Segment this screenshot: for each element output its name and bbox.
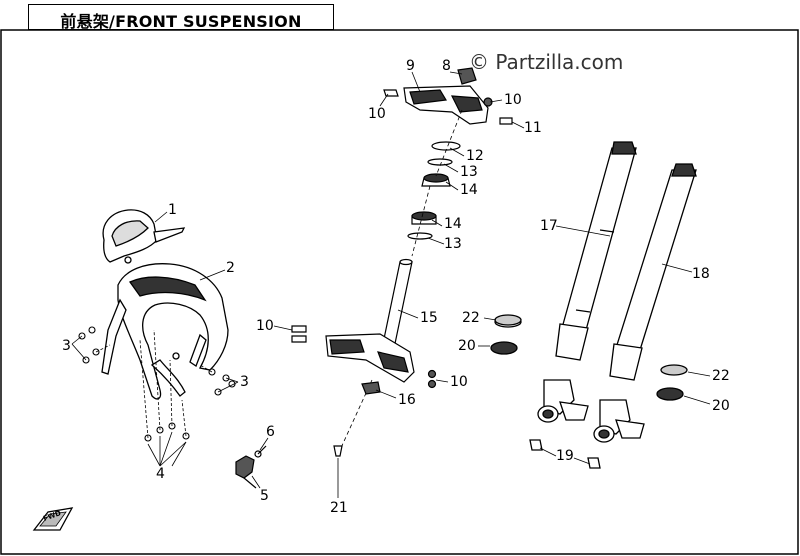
stem-centerline [339, 109, 463, 451]
callout-13-lower: 13 [444, 236, 462, 252]
watermark: © Partzilla.com [469, 50, 624, 74]
callout-10-upper-right: 10 [504, 92, 522, 108]
callout-8: 8 [442, 58, 451, 74]
part-fork-left-17 [529, 141, 637, 451]
callout-15: 15 [420, 310, 438, 326]
callout-11: 11 [524, 120, 542, 136]
callout-22-left: 22 [462, 310, 480, 326]
part-seals-20-22 [490, 314, 688, 401]
callout-13-upper: 13 [460, 164, 478, 180]
part-bracket-5 [235, 445, 267, 489]
callout-20-left: 20 [458, 338, 476, 354]
callout-10-lower-left: 10 [256, 318, 274, 334]
part-upper-triple-clamp [383, 67, 513, 125]
leaders-right [171, 71, 711, 498]
callout-9: 9 [406, 58, 415, 74]
diagram-border [0, 29, 799, 555]
callout-3-right: 3 [240, 374, 249, 390]
callout-17: 17 [540, 218, 558, 234]
part-steering-stem [291, 258, 437, 457]
callout-21: 21 [330, 500, 348, 516]
dashed-leaders-left [95, 329, 213, 439]
callout-16: 16 [398, 392, 416, 408]
callout-10-lower-right: 10 [450, 374, 468, 390]
callout-19: 19 [556, 448, 574, 464]
callout-22-right: 22 [712, 368, 730, 384]
callout-14-lower: 14 [444, 216, 462, 232]
callout-4: 4 [156, 466, 165, 482]
callout-3-left: 3 [62, 338, 71, 354]
callout-12: 12 [466, 148, 484, 164]
leaders-left [71, 211, 239, 467]
callout-10-upper-left: 10 [368, 106, 386, 122]
part-bearings-12-14 [407, 141, 461, 240]
part-front-fender [101, 256, 229, 400]
callout-20-right: 20 [712, 398, 730, 414]
callout-6: 6 [266, 424, 275, 440]
callout-14-upper: 14 [460, 182, 478, 198]
part-fork-right-18 [587, 163, 697, 469]
fwd-arrow-icon [32, 507, 74, 531]
callout-18: 18 [692, 266, 710, 282]
callout-2: 2 [226, 260, 235, 276]
callout-1: 1 [168, 202, 177, 218]
callout-5: 5 [260, 488, 269, 504]
page-title: 前悬架/FRONT SUSPENSION [60, 12, 302, 31]
title-box: 前悬架/FRONT SUSPENSION [28, 4, 334, 31]
part-headlight-cover [102, 209, 186, 263]
